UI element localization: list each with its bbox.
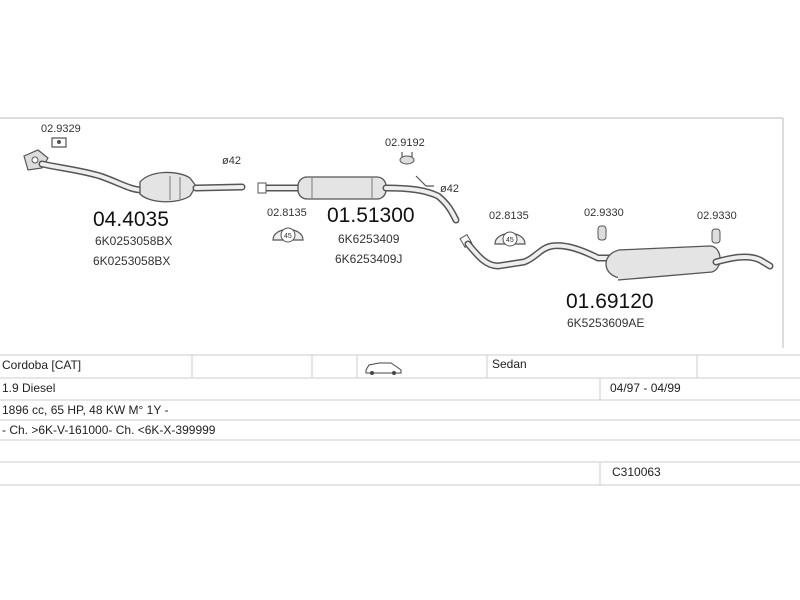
info-table-grid <box>0 354 800 486</box>
diameter-label-2: ø42 <box>440 183 459 195</box>
engine-specs: 1896 cc, 65 HP, 48 KW M° 1Y - <box>2 403 169 417</box>
production-years: 04/97 - 04/99 <box>610 381 681 395</box>
middle-silencer-section: 02.8135 45 01.51300 6K6253409 6K6253409J… <box>257 137 460 266</box>
body-type: Sedan <box>492 357 527 371</box>
catalyst-part-number: 04.4035 <box>93 208 169 231</box>
clamp-2-size: 45 <box>506 237 514 244</box>
hanger-1-number: 02.9192 <box>385 137 425 149</box>
front-catalyst-section: 02.9329 04.4035 6K0253058BX 6K0253058BX … <box>23 123 246 268</box>
rear-silencer-section: 02.8135 45 02.9330 02.9330 01.69120 6K52… <box>459 207 774 330</box>
car-icon <box>365 362 402 375</box>
clip-icon <box>51 137 67 148</box>
rear-silencer-part-number: 01.69120 <box>566 290 654 313</box>
middle-oe-number-2: 6K6253409J <box>335 252 402 266</box>
middle-silencer-part-number: 01.51300 <box>327 204 415 227</box>
clamp-1-number: 02.8135 <box>267 207 307 219</box>
hanger-3-number: 02.9330 <box>697 210 737 222</box>
clamp-1-size: 45 <box>284 233 292 240</box>
catalyst-oe-number-2: 6K0253058BX <box>93 254 170 268</box>
catalyst-icon <box>139 171 197 203</box>
rear-oe-number: 6K5253609AE <box>567 316 644 330</box>
model-name: Cordoba [CAT] <box>2 358 82 372</box>
chassis-range: - Ch. >6K-V-161000- Ch. <6K-X-399999 <box>2 423 216 437</box>
middle-silencer-icon <box>297 176 387 200</box>
rubber-hanger-icon <box>399 152 415 165</box>
hanger-2-icon <box>597 225 607 241</box>
rear-silencer-icon <box>605 245 721 281</box>
catalyst-oe-number-1: 6K0253058BX <box>95 234 172 248</box>
engine: 1.9 Diesel <box>2 381 56 395</box>
clamp-2-icon: 45 <box>494 231 526 247</box>
kit-code: C310063 <box>612 465 661 479</box>
bracket-icon <box>415 175 434 187</box>
middle-oe-number-1: 6K6253409 <box>338 232 400 246</box>
clamp-1-icon: 45 <box>272 227 304 243</box>
diameter-label-1: ø42 <box>222 155 241 167</box>
hanger-2-number: 02.9330 <box>584 207 624 219</box>
hanger-3-icon <box>711 228 721 244</box>
downpipe-clip-number: 02.9329 <box>41 123 81 135</box>
clamp-2-number: 02.8135 <box>489 210 529 222</box>
